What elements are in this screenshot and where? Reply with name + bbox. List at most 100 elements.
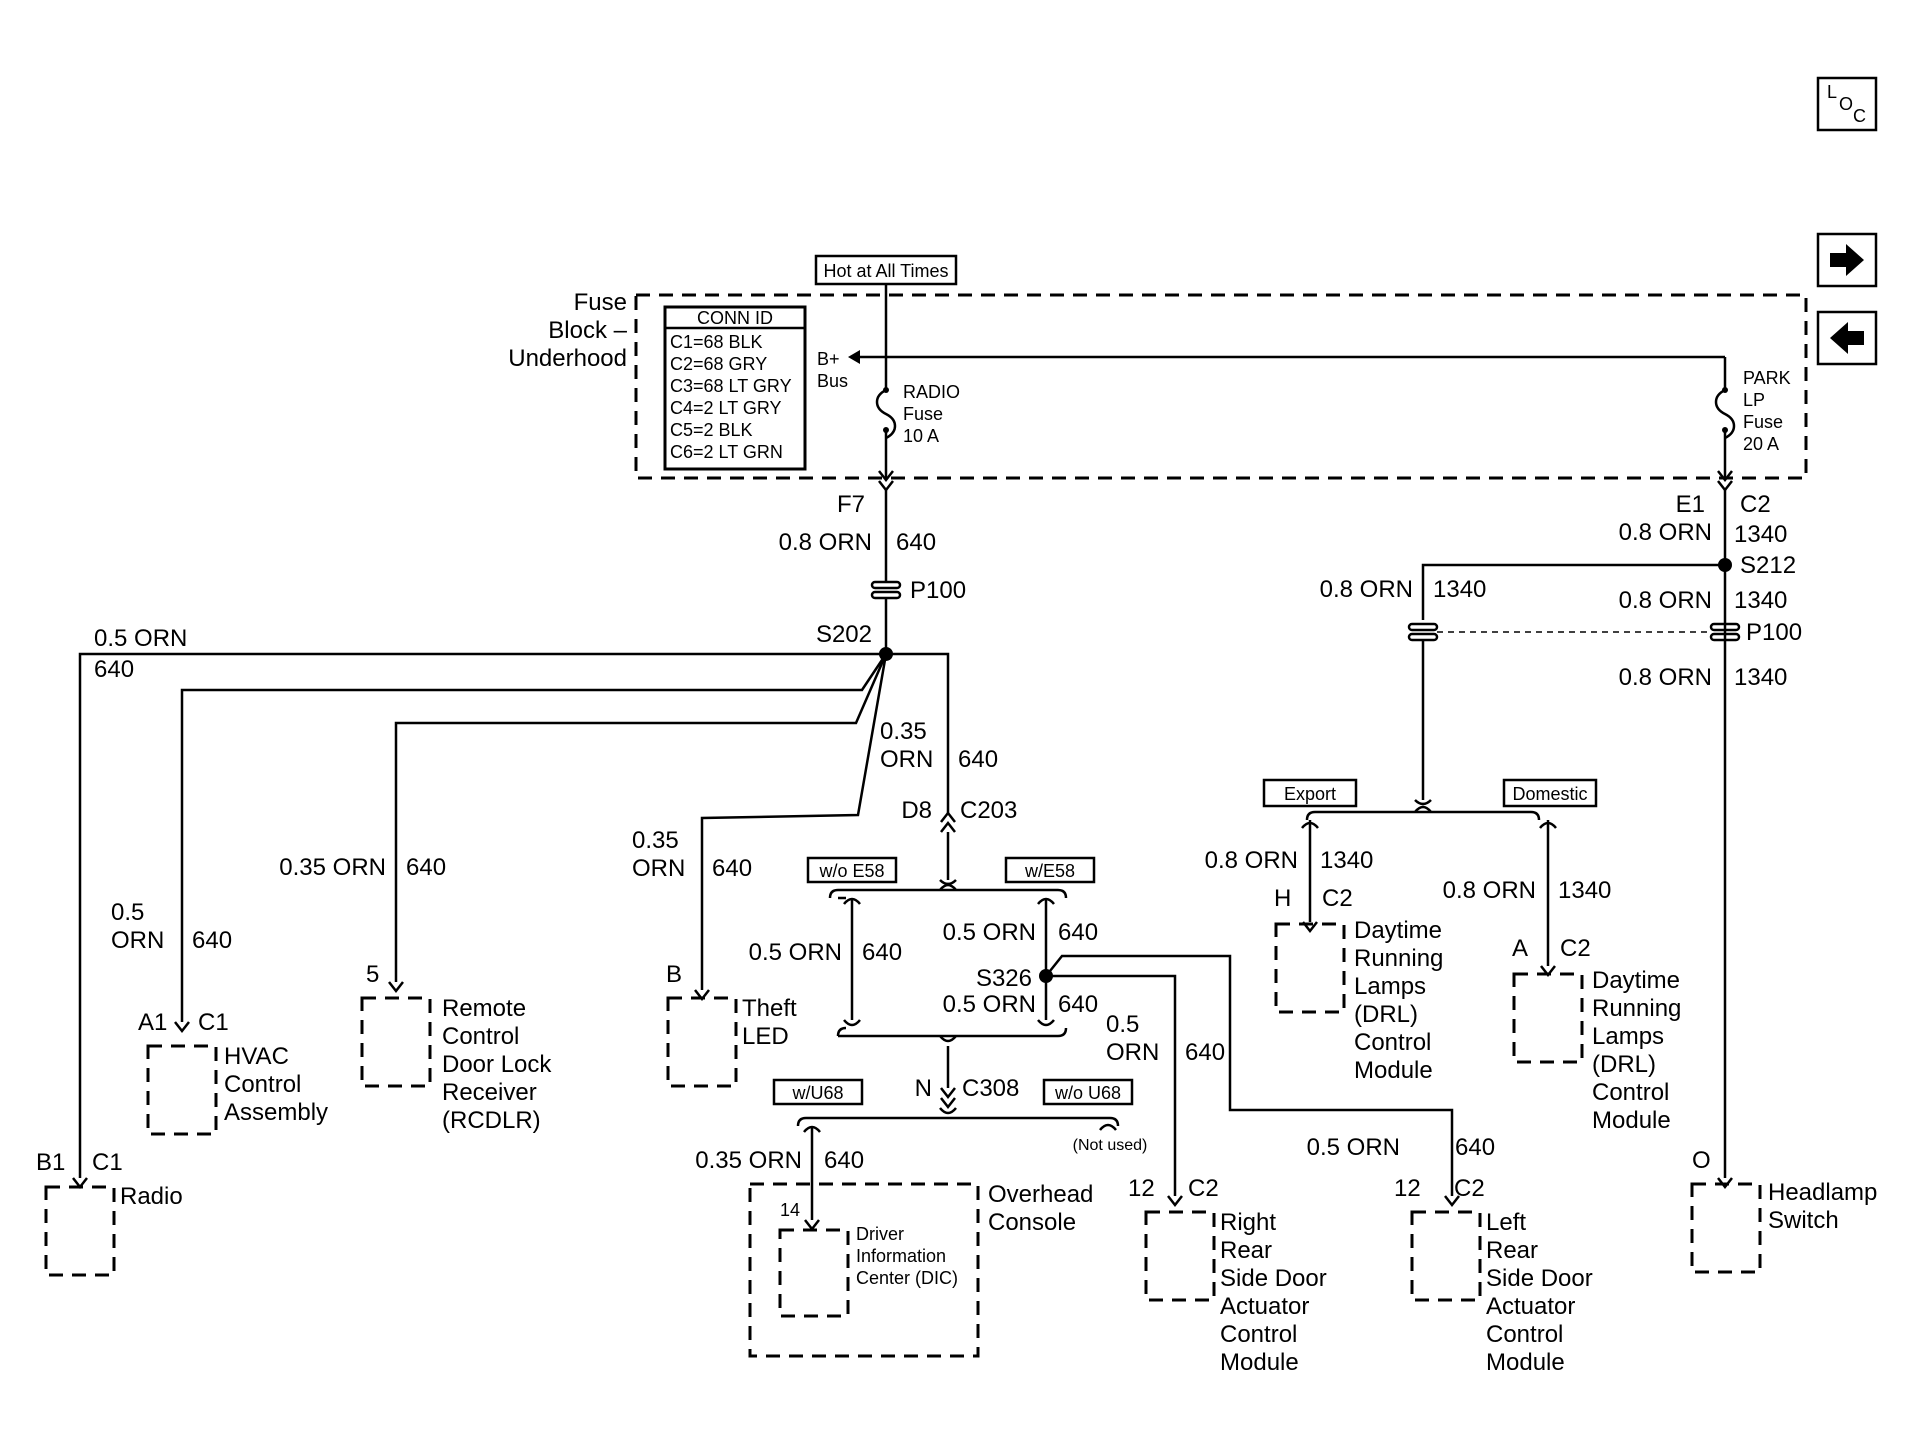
pin-label: 14: [780, 1200, 800, 1220]
component-name: Switch: [1768, 1207, 1839, 1234]
connector-label: C2: [1322, 885, 1353, 912]
conn-id-table: CONN ID C1=68 BLK C2=68 GRY C3=68 LT GRY…: [663, 305, 807, 471]
wire-label: 0.35: [880, 718, 927, 745]
component-name: (RCDLR): [442, 1107, 541, 1134]
wire-label: ORN: [632, 855, 685, 882]
component-name: Remote: [442, 995, 526, 1022]
circuit-label: 640: [1455, 1134, 1495, 1161]
export-badge: [1262, 778, 1358, 808]
wire-label: 0.8 ORN: [1619, 519, 1712, 546]
component-name: Radio: [120, 1183, 183, 1210]
f7-label: F7: [837, 491, 865, 518]
wire-label: 0.5: [1106, 1011, 1139, 1038]
headlamp-switch-component: O Headlamp Switch: [1690, 1147, 1877, 1274]
component-name: Lamps: [1354, 973, 1426, 1000]
circuit-label: 1340: [1433, 576, 1486, 603]
circuit-label: 640: [862, 939, 902, 966]
wire-label: 0.5 ORN: [943, 919, 1036, 946]
park-fuse-label: PARK: [1743, 368, 1791, 388]
dic-component: 14 Driver Information Center (DIC): [778, 1200, 958, 1318]
radio-fuse-icon: [875, 387, 897, 440]
pin-label: 5: [366, 961, 379, 988]
arrow-right-icon: [1830, 244, 1864, 276]
p100-label: P100: [1746, 619, 1802, 646]
rr-door-module-component: 12 C2 Right Rear Side Door Actuator Cont…: [1128, 1175, 1327, 1376]
wire-to-drl: [1421, 563, 1725, 620]
component-name: Control: [1220, 1321, 1297, 1348]
wo-e58-badge: [806, 856, 898, 884]
pin-label: O: [1692, 1147, 1711, 1174]
park-fuse-label: LP: [1743, 390, 1765, 410]
loc-l: L: [1827, 82, 1837, 102]
component-name: Side Door: [1486, 1265, 1593, 1292]
component-name: Module: [1220, 1349, 1299, 1376]
component-name: LED: [742, 1023, 789, 1050]
circuit-label: 640: [896, 529, 936, 556]
p100-label: P100: [910, 577, 966, 604]
conn-id-row: C6=2 LT GRN: [670, 442, 783, 462]
fuse-block-label-2: Block –: [548, 317, 627, 344]
arrow-left-icon: [1830, 322, 1864, 354]
component-name: Center (DIC): [856, 1268, 958, 1288]
wire-to-theft-led: [700, 653, 888, 990]
component-name: Rear: [1220, 1237, 1272, 1264]
pin-label: H: [1274, 885, 1291, 912]
component-name: (DRL): [1354, 1001, 1418, 1028]
not-used-label: (Not used): [1073, 1137, 1148, 1154]
pin-label: 12: [1394, 1175, 1421, 1202]
w-e58-label: w/E58: [1024, 861, 1075, 881]
conn-id-row: C3=68 LT GRY: [670, 376, 792, 396]
e1-label: E1: [1676, 491, 1705, 518]
fuse-block-label-1: Fuse: [574, 289, 627, 316]
wire-label: 0.35 ORN: [695, 1147, 802, 1174]
component-name: Headlamp: [1768, 1179, 1877, 1206]
circuit-label: 1340: [1734, 521, 1787, 548]
component-name: Right: [1220, 1209, 1276, 1236]
circuit-label: 640: [712, 855, 752, 882]
component-name: Control: [442, 1023, 519, 1050]
radio-fuse-label: Fuse: [903, 404, 943, 424]
wire-label: 0.8 ORN: [1205, 847, 1298, 874]
drl-export-module-component: H C2 Daytime Running Lamps (DRL) Control…: [1274, 885, 1443, 1084]
prev-page-button[interactable]: [1816, 310, 1878, 366]
park-fuse-rating: 20 A: [1743, 434, 1779, 454]
conn-id-row: C5=2 BLK: [670, 420, 753, 440]
component-name: Control: [1354, 1029, 1431, 1056]
circuit-label: 640: [1058, 991, 1098, 1018]
connector-label: C1: [198, 1009, 229, 1036]
theft-led-component: B Theft LED: [666, 961, 797, 1088]
bus-label-2: Bus: [817, 371, 848, 391]
wire-to-rcdlr: [394, 653, 888, 982]
overhead-console-component: Overhead Console 14 Driver Information C…: [748, 1181, 1093, 1358]
component-name: HVAC: [224, 1043, 289, 1070]
circuit-label: 640: [824, 1147, 864, 1174]
w-e58-badge: [1004, 856, 1096, 884]
radio-component: B1 C1 Radio: [36, 1149, 183, 1277]
component-name: Rear: [1486, 1237, 1538, 1264]
wire-to-c203: [886, 652, 950, 815]
hot-at-all-times-label: Hot at All Times: [823, 261, 948, 281]
hot-at-all-times-badge: [814, 254, 958, 286]
wo-e58-label: w/o E58: [818, 861, 884, 881]
wo-u68-badge: [1042, 1078, 1134, 1106]
component-name: Assembly: [224, 1099, 328, 1126]
domestic-label: Domestic: [1512, 784, 1587, 804]
w-u68-label: w/U68: [791, 1083, 843, 1103]
wire-to-rr-door: [1046, 974, 1177, 1196]
component-name: Control: [1592, 1079, 1669, 1106]
park-fuse-label: Fuse: [1743, 412, 1783, 432]
loc-o: O: [1839, 94, 1853, 114]
wire-label: 0.35 ORN: [279, 854, 386, 881]
wire-label: 0.8 ORN: [779, 529, 872, 556]
loc-button[interactable]: L O C: [1816, 76, 1878, 132]
p100-connector-icon: [870, 580, 902, 600]
wire-to-radio: [78, 652, 886, 1178]
conn-id-row: C2=68 GRY: [670, 354, 767, 374]
hvac-component: A1 C1 HVAC Control Assembly: [138, 1009, 328, 1136]
component-name: Module: [1486, 1349, 1565, 1376]
c308-connector: [940, 1087, 956, 1110]
w-u68-badge: [772, 1078, 864, 1106]
next-page-button[interactable]: [1816, 232, 1878, 288]
domestic-badge: [1502, 778, 1598, 808]
